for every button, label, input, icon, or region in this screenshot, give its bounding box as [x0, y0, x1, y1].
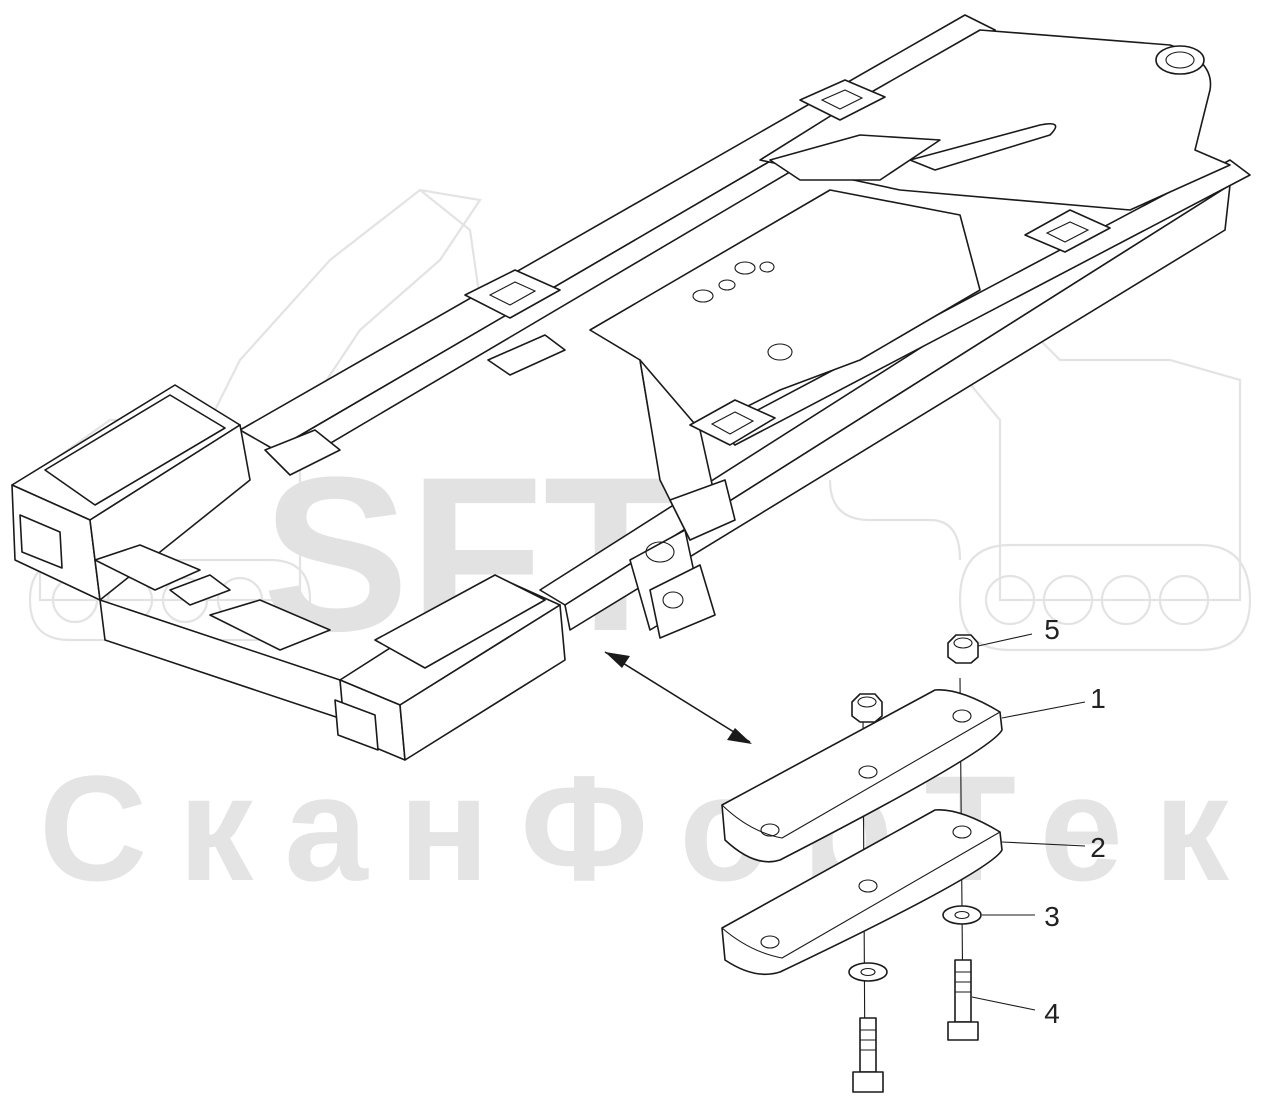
- lock-nut: [851, 634, 979, 723]
- excavator-frame: [11, 14, 1251, 761]
- bolt: [852, 959, 979, 1093]
- callout-1: 1: [1090, 683, 1106, 714]
- callout-5: 5: [1044, 614, 1060, 645]
- wear-pad-1: [721, 689, 1003, 863]
- callout-3: 3: [1044, 901, 1060, 932]
- double-arrow: [604, 651, 752, 744]
- callouts: 1 2 3 4 5: [971, 614, 1106, 1029]
- watermark-company: СканФорТек: [39, 744, 1230, 912]
- callout-2: 2: [1090, 832, 1106, 863]
- callout-4: 4: [1044, 998, 1060, 1029]
- wear-pad-2: [721, 809, 1003, 976]
- washer: [848, 905, 982, 982]
- front-box-frame: [11, 384, 566, 761]
- rail-mounting-pads: [464, 79, 1111, 446]
- boom-mount-lugs: [629, 529, 716, 639]
